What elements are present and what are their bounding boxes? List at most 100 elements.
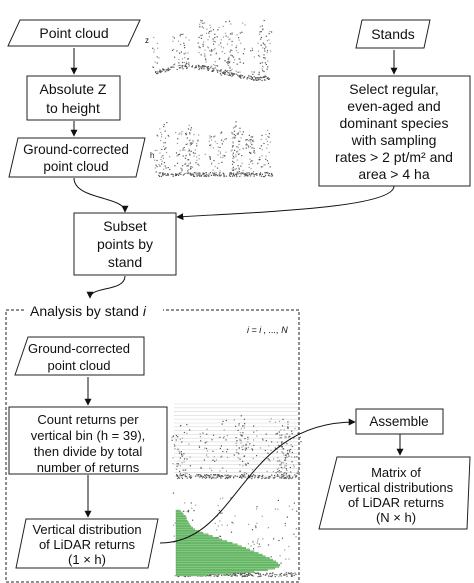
point bbox=[235, 440, 238, 442]
point bbox=[293, 466, 295, 468]
point bbox=[240, 434, 242, 436]
ground-point bbox=[228, 72, 230, 74]
point bbox=[224, 32, 227, 34]
ground-point bbox=[232, 73, 234, 75]
point bbox=[231, 133, 233, 135]
point bbox=[217, 69, 219, 72]
ground-point bbox=[206, 474, 208, 476]
point bbox=[177, 65, 179, 67]
point bbox=[198, 158, 200, 160]
ground-point bbox=[190, 476, 192, 478]
stands-label: Stands bbox=[371, 26, 415, 42]
point bbox=[182, 165, 184, 167]
point bbox=[253, 76, 255, 78]
ground-point bbox=[268, 78, 270, 80]
histogram-bar bbox=[175, 572, 234, 575]
ground-point bbox=[259, 77, 261, 79]
ground-point bbox=[200, 175, 202, 177]
point bbox=[232, 56, 235, 58]
point bbox=[279, 472, 281, 474]
ground-point bbox=[162, 172, 164, 174]
ground-point bbox=[160, 175, 162, 177]
ground-point bbox=[217, 575, 219, 577]
point bbox=[262, 70, 264, 72]
point bbox=[281, 441, 283, 443]
ground-point bbox=[243, 575, 245, 577]
point bbox=[267, 144, 269, 146]
point bbox=[204, 57, 206, 59]
point bbox=[218, 26, 220, 29]
point bbox=[239, 130, 241, 132]
ground-point bbox=[219, 72, 222, 75]
point bbox=[214, 135, 216, 137]
point bbox=[277, 457, 279, 459]
point bbox=[210, 30, 212, 32]
ground-point bbox=[271, 173, 273, 175]
point bbox=[199, 433, 201, 435]
ground-point bbox=[257, 77, 259, 79]
point bbox=[212, 450, 214, 452]
ground-point bbox=[228, 477, 230, 479]
point bbox=[172, 457, 174, 459]
point bbox=[206, 428, 208, 430]
histogram-bar bbox=[175, 558, 273, 561]
point bbox=[211, 49, 213, 51]
point bbox=[284, 457, 286, 459]
point bbox=[239, 149, 241, 151]
point bbox=[205, 447, 208, 450]
ground-point bbox=[220, 69, 222, 71]
point bbox=[164, 130, 166, 132]
ground-point bbox=[231, 73, 233, 75]
point bbox=[239, 458, 241, 460]
point bbox=[237, 52, 239, 54]
point bbox=[199, 436, 201, 438]
point bbox=[200, 466, 202, 469]
point bbox=[186, 63, 188, 65]
point bbox=[251, 160, 253, 162]
point bbox=[278, 470, 280, 472]
ground-point bbox=[222, 476, 224, 478]
point bbox=[179, 132, 181, 134]
point bbox=[156, 149, 158, 151]
ground-point bbox=[204, 65, 206, 67]
point bbox=[179, 452, 181, 454]
point bbox=[181, 462, 183, 464]
histogram-bar bbox=[175, 511, 183, 514]
point bbox=[260, 36, 263, 38]
point bbox=[248, 163, 250, 165]
vertical-line-3: (1 × h) bbox=[68, 552, 106, 567]
point bbox=[231, 146, 234, 148]
point bbox=[265, 63, 267, 66]
ground-point bbox=[193, 175, 195, 177]
ground-point bbox=[255, 78, 257, 80]
point bbox=[231, 40, 233, 43]
point bbox=[259, 546, 261, 548]
point bbox=[204, 442, 206, 444]
histogram-bar bbox=[175, 521, 189, 524]
ground-point bbox=[204, 175, 207, 177]
ground-point bbox=[199, 65, 201, 67]
point bbox=[206, 433, 208, 435]
point bbox=[286, 453, 288, 455]
point bbox=[176, 463, 178, 465]
point bbox=[177, 463, 179, 465]
ground-point bbox=[279, 573, 281, 575]
ground-point bbox=[164, 69, 166, 71]
point bbox=[239, 71, 241, 73]
point bbox=[286, 443, 288, 445]
ground-point bbox=[226, 476, 228, 478]
point bbox=[260, 44, 262, 46]
point bbox=[281, 462, 283, 464]
matrix-node: Matrix of vertical distributions of LiDA… bbox=[318, 456, 471, 530]
ground-point bbox=[251, 476, 254, 478]
point bbox=[233, 130, 236, 132]
ground-point bbox=[187, 575, 189, 577]
point bbox=[276, 451, 278, 453]
point bbox=[184, 57, 186, 59]
point bbox=[236, 449, 238, 451]
point bbox=[234, 59, 236, 61]
point bbox=[245, 147, 247, 149]
point bbox=[282, 476, 284, 478]
point bbox=[267, 527, 269, 529]
point bbox=[231, 137, 233, 139]
